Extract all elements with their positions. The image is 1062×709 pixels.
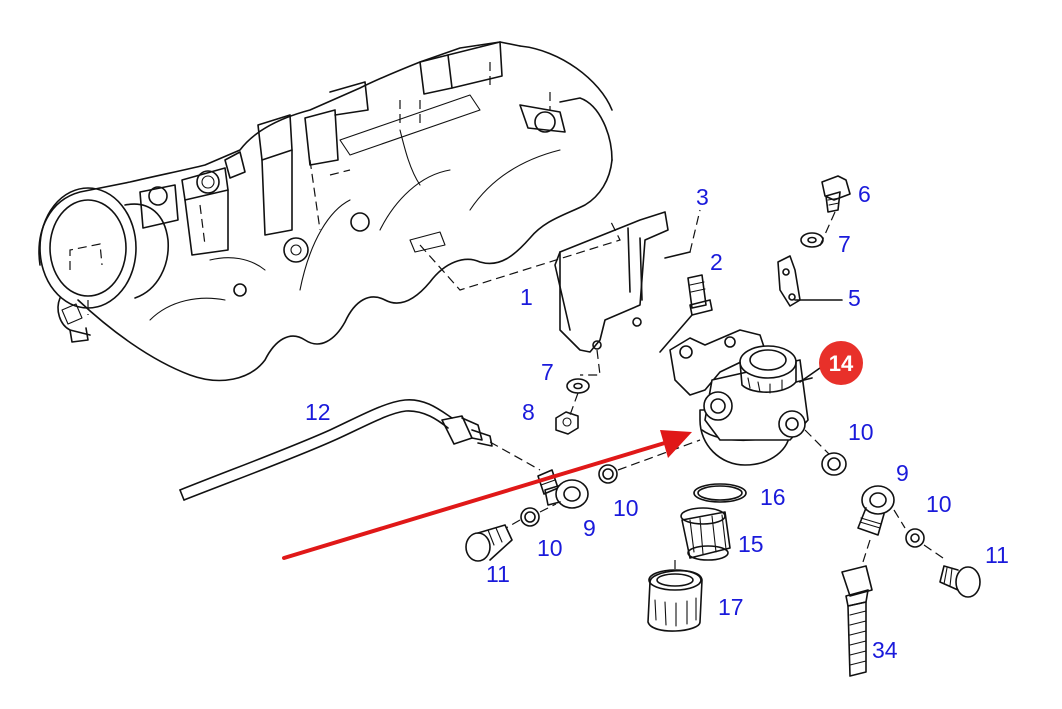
highlight-arrow xyxy=(282,430,692,560)
label-part-9-left: 9 xyxy=(583,515,596,541)
fasteners xyxy=(555,175,851,435)
arrow-head xyxy=(660,430,692,458)
label-part-11-right: 11 xyxy=(985,542,1009,568)
label-part-1: 1 xyxy=(520,284,533,310)
badge-label-14: 14 xyxy=(829,351,854,376)
exhaust-manifold xyxy=(38,41,613,382)
label-part-6: 6 xyxy=(858,181,871,207)
label-part-3: 3 xyxy=(696,184,709,210)
label-part-12: 12 xyxy=(305,399,331,425)
label-part-8: 8 xyxy=(522,399,535,425)
part-labels: 1 2 3 5 6 7 7 8 12 10 9 10 11 16 15 17 3… xyxy=(305,181,1009,663)
label-part-7-upper: 7 xyxy=(838,231,851,257)
bracket xyxy=(419,211,669,376)
label-part-34: 34 xyxy=(872,637,898,663)
label-part-10-right-top: 10 xyxy=(848,419,874,445)
label-part-11-left: 11 xyxy=(486,561,510,587)
badge-circle xyxy=(819,341,863,385)
label-part-17: 17 xyxy=(718,594,744,620)
label-part-9-right: 9 xyxy=(896,460,909,486)
label-part-10-mid: 10 xyxy=(613,495,639,521)
label-part-15: 15 xyxy=(738,531,764,557)
left-fittings xyxy=(465,439,701,562)
highlight-badge: 14 xyxy=(819,341,863,385)
label-part-2: 2 xyxy=(710,249,723,275)
label-part-7-lower: 7 xyxy=(541,359,554,385)
label-part-5: 5 xyxy=(848,285,861,311)
label-part-16: 16 xyxy=(760,484,786,510)
filter-valve xyxy=(669,329,831,466)
right-fittings xyxy=(821,452,981,677)
arrow-shaft xyxy=(282,440,670,560)
label-part-10-right: 10 xyxy=(926,491,952,517)
label-part-10-left: 10 xyxy=(537,535,563,561)
pipe xyxy=(179,399,541,501)
filter-element-group xyxy=(647,483,747,632)
